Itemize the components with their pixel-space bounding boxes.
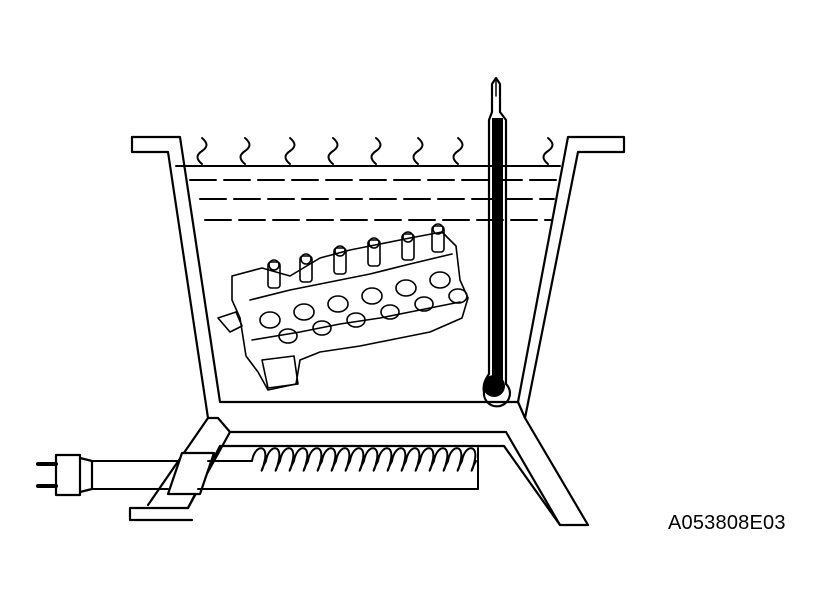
exhaust-port	[278, 328, 298, 344]
heater-coil-winding	[251, 447, 477, 472]
valve-cap	[368, 237, 380, 249]
plug-collar	[78, 456, 94, 494]
steam-wisp	[284, 137, 296, 165]
thermometer-bulb	[483, 375, 505, 397]
tank-base-left	[206, 416, 232, 434]
intake-port	[327, 295, 349, 313]
intake-port	[259, 311, 281, 329]
power-plug	[36, 453, 94, 497]
steam-wisp	[196, 137, 208, 165]
cylinder-head	[217, 223, 469, 391]
steam-wisp	[412, 137, 424, 165]
valve-cap	[402, 231, 414, 243]
intake-port	[429, 271, 451, 289]
intake-port	[293, 303, 315, 321]
steam-wisp	[239, 137, 251, 165]
exhaust-port	[448, 288, 468, 304]
exhaust-port	[312, 320, 332, 336]
cylinder-head-outline	[231, 231, 469, 391]
exhaust-port	[414, 296, 434, 312]
plug-body	[54, 453, 82, 497]
valve-boss	[299, 255, 313, 283]
steam-wisp	[452, 137, 464, 165]
tank-base-right	[516, 400, 527, 420]
intake-port	[395, 279, 417, 297]
steam-wisps	[196, 137, 554, 165]
valve-boss	[267, 261, 281, 289]
exhaust-port	[346, 312, 366, 328]
thermometer	[482, 76, 511, 408]
cylinder-head-housing	[261, 355, 299, 389]
intake-port	[361, 287, 383, 305]
valve-boss	[367, 239, 381, 267]
cylinder-head-bracket	[217, 311, 243, 333]
valve-cap	[268, 259, 280, 271]
figure-reference-code: A053808E03	[668, 512, 786, 534]
valve-cap	[432, 223, 444, 235]
valve-boss	[431, 225, 445, 253]
valve-boss	[401, 233, 415, 261]
thermometer-mercury-column	[492, 118, 503, 380]
valve-cap	[300, 253, 312, 265]
tank-inner-wall	[130, 135, 210, 507]
tank-leg-left	[186, 444, 562, 527]
heater-coil	[251, 447, 477, 472]
steam-wisp	[370, 137, 382, 165]
cylinder-head-rail-bottom	[251, 301, 461, 341]
steam-wisp	[542, 137, 554, 165]
valve-cap	[334, 245, 346, 257]
cord-grommet	[166, 451, 216, 496]
exhaust-port	[380, 304, 400, 320]
steam-wisp	[327, 137, 339, 165]
cylinder-head-rail-top	[249, 253, 453, 301]
valve-boss	[333, 247, 347, 275]
